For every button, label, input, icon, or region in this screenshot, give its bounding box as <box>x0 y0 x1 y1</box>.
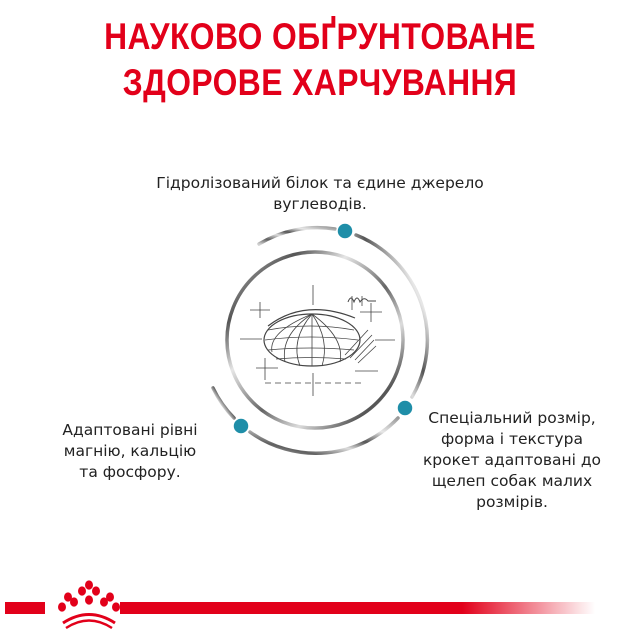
brand-bar-right <box>120 602 595 614</box>
brand-bar-left <box>5 602 45 614</box>
headline-line-1: НАУКОВО ОБҐРУНТОВАНЕ <box>104 16 536 57</box>
inner-ring <box>225 250 405 430</box>
feature-dot-top <box>336 222 354 240</box>
feature-dot-right <box>396 399 414 417</box>
caption-line: вуглеводів. <box>273 195 367 213</box>
caption-line: Адаптовані рівні <box>62 421 198 439</box>
royal-crown-logo <box>58 580 120 630</box>
headline: НАУКОВО ОБҐРУНТОВАНЕ ЗДОРОВЕ ХАРЧУВАННЯ <box>45 14 595 106</box>
feature-caption-minerals: Адаптовані рівні магнію, кальцію та фосф… <box>40 420 220 483</box>
headline-line-2: ЗДОРОВЕ ХАРЧУВАННЯ <box>122 62 518 103</box>
caption-line: та фосфору. <box>79 463 181 481</box>
kibble-sketch-icon <box>240 285 395 396</box>
footer-brand-bar <box>5 580 595 630</box>
feature-caption-protein: Гідролізований білок та єдине джерело ву… <box>140 173 500 215</box>
outer-ring-arcs <box>211 225 430 455</box>
kibble-diagram <box>211 222 430 455</box>
caption-line: крокет адаптовані до <box>422 451 602 469</box>
caption-line: Гідролізований білок та єдине джерело <box>156 174 484 192</box>
caption-line: магнію, кальцію <box>63 442 197 460</box>
caption-line: форма і текстура <box>441 430 583 448</box>
caption-line: розмірів. <box>476 493 548 511</box>
caption-line: щелеп собак малих <box>431 472 593 490</box>
caption-line: Спеціальний розмір, <box>428 409 596 427</box>
feature-dot-left <box>232 417 250 435</box>
feature-caption-kibble-size: Спеціальний розмір, форма і текстура кро… <box>412 408 612 513</box>
